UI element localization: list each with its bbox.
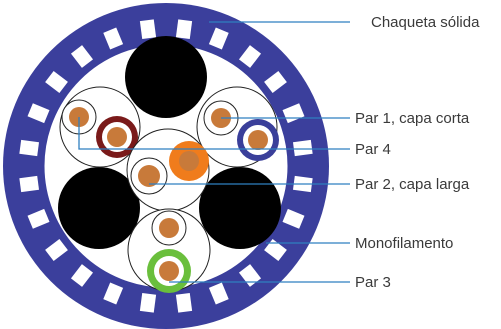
jacket-slot (19, 175, 40, 193)
callout-labels: Chaqueta sólida Par 1, capa corta Par 4 … (355, 14, 480, 291)
label-jacket: Chaqueta sólida (371, 14, 480, 31)
pair-3-copper-a (159, 218, 179, 238)
jacket-slot (238, 264, 262, 287)
leader-lines (78, 21, 350, 283)
jacket-slot (175, 292, 193, 313)
pair-4-group (59, 86, 141, 168)
jacket-slot (139, 292, 157, 313)
jacket-slot (282, 208, 305, 229)
jacket-slot (70, 45, 94, 68)
jacket-slot (139, 19, 157, 40)
filler-rods (58, 36, 281, 249)
pair-2-copper-a (138, 165, 160, 187)
jacket-slot (27, 208, 50, 229)
pair-3-copper-b (159, 261, 179, 281)
pair-2-group (126, 128, 210, 212)
jacket-slot (175, 19, 193, 40)
jacket-slot (208, 27, 229, 50)
jacket-slot (45, 70, 68, 94)
filler-rod-top (125, 36, 207, 118)
pair-4-copper-b (107, 127, 127, 147)
label-monofilament: Monofilamento (355, 235, 453, 252)
jacket-slot (103, 27, 124, 50)
label-pair3: Par 3 (355, 274, 391, 291)
filler-rod-left (58, 167, 140, 249)
pair-2-copper-b (179, 151, 199, 171)
pair-1-copper-b (248, 130, 268, 150)
filler-rod-right (199, 167, 281, 249)
jacket-slot (238, 45, 262, 68)
pair-1-group (196, 86, 279, 168)
jacket-slot (264, 70, 287, 94)
label-pair2: Par 2, capa larga (355, 176, 470, 193)
jacket-slot (19, 139, 40, 157)
leader-line-pair4 (78, 117, 350, 150)
label-pair1: Par 1, capa corta (355, 110, 470, 127)
jacket-slot (27, 103, 50, 124)
jacket-slot (292, 139, 313, 157)
jacket-slot (208, 282, 229, 305)
label-pair4: Par 4 (355, 141, 391, 158)
jacket-slot (70, 264, 94, 287)
jacket-slot (45, 238, 68, 262)
jacket-slot (103, 282, 124, 305)
jacket-slot (264, 238, 287, 262)
